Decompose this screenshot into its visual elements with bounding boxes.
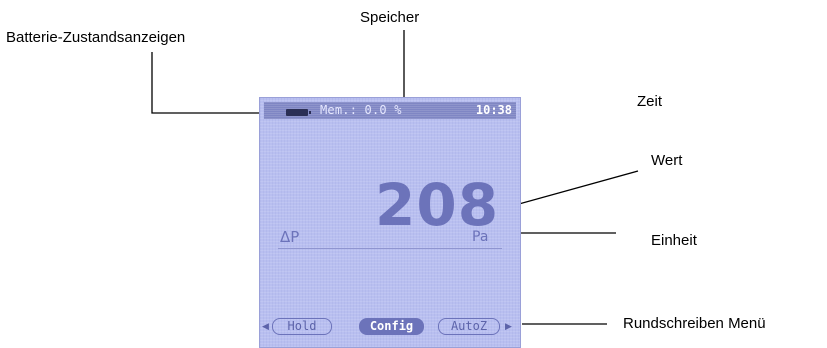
- value-leader-line: [507, 170, 639, 208]
- memory-readout: Mem.: 0.0 %: [320, 103, 402, 117]
- device-display: Mem.: 0.0 % 10:38 208 ΔP Pa ◀ Hold Confi…: [259, 97, 521, 348]
- value-annotation: Wert: [651, 152, 683, 169]
- measurement-value: 208: [375, 171, 500, 239]
- softkey-config[interactable]: Config: [359, 318, 424, 335]
- parameter-label: ΔP: [280, 228, 300, 246]
- clock: 10:38: [475, 103, 512, 117]
- divider: [278, 248, 502, 249]
- softkey-autoz[interactable]: AutoZ: [438, 318, 500, 335]
- battery-annotation: Batterie-Zustandsanzeigen: [6, 29, 186, 46]
- unit-label: Pa: [472, 229, 489, 245]
- unit-annotation: Einheit: [651, 232, 697, 249]
- memory-annotation: Speicher: [360, 9, 420, 26]
- battery-icon: [286, 109, 311, 116]
- menu-annotation: Rundschreiben Menü: [623, 315, 766, 332]
- battery-leader-line: [151, 52, 280, 114]
- softkey-hold[interactable]: Hold: [272, 318, 332, 335]
- time-annotation: Zeit: [637, 93, 663, 110]
- circular-menu: ◀ Hold Config AutoZ ▶: [262, 317, 520, 337]
- menu-right-arrow-icon[interactable]: ▶: [505, 322, 512, 332]
- status-bar: Mem.: 0.0 % 10:38: [264, 102, 516, 119]
- menu-left-arrow-icon[interactable]: ◀: [262, 322, 269, 332]
